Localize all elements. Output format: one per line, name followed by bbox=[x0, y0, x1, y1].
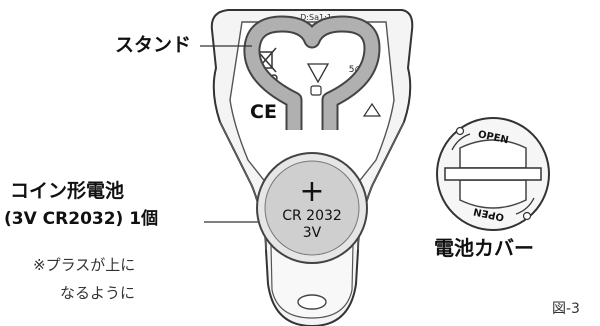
battery-model: CR 2032 bbox=[282, 208, 342, 224]
cover-label: 電池カバー bbox=[434, 236, 534, 260]
cover-dot-bottom bbox=[522, 211, 532, 221]
open-arrow-top-icon bbox=[451, 133, 471, 151]
note-line2: なるように bbox=[60, 284, 136, 302]
battery-label-line1: コイン形電池 bbox=[10, 180, 125, 202]
battery-voltage: 3V bbox=[303, 225, 322, 241]
warning-triangle-icon bbox=[306, 63, 330, 84]
device-bottom-slot bbox=[297, 294, 327, 310]
note-line1: ※プラスが上に bbox=[33, 256, 136, 274]
battery-cover: OPEN OPEN bbox=[436, 117, 550, 231]
cover-center-bar bbox=[444, 167, 542, 181]
open-arrow-bottom-icon bbox=[515, 197, 535, 215]
cover-dot-top bbox=[455, 126, 465, 136]
stand-loop bbox=[243, 15, 381, 130]
device-top-code: D:Sa1:1 bbox=[300, 13, 332, 22]
small-triangle-icon bbox=[362, 102, 382, 117]
stand-label: スタンド bbox=[115, 34, 192, 56]
coin-battery: + CR 2032 3V bbox=[256, 152, 368, 264]
ce-mark: CE bbox=[250, 101, 277, 123]
battery-plus-sign: + bbox=[299, 174, 324, 209]
figure-number: 図-3 bbox=[552, 301, 580, 317]
battery-label-line2: (3V CR2032) 1個 bbox=[4, 209, 159, 229]
cover-groove bbox=[459, 139, 527, 209]
lock-icon bbox=[310, 85, 322, 96]
